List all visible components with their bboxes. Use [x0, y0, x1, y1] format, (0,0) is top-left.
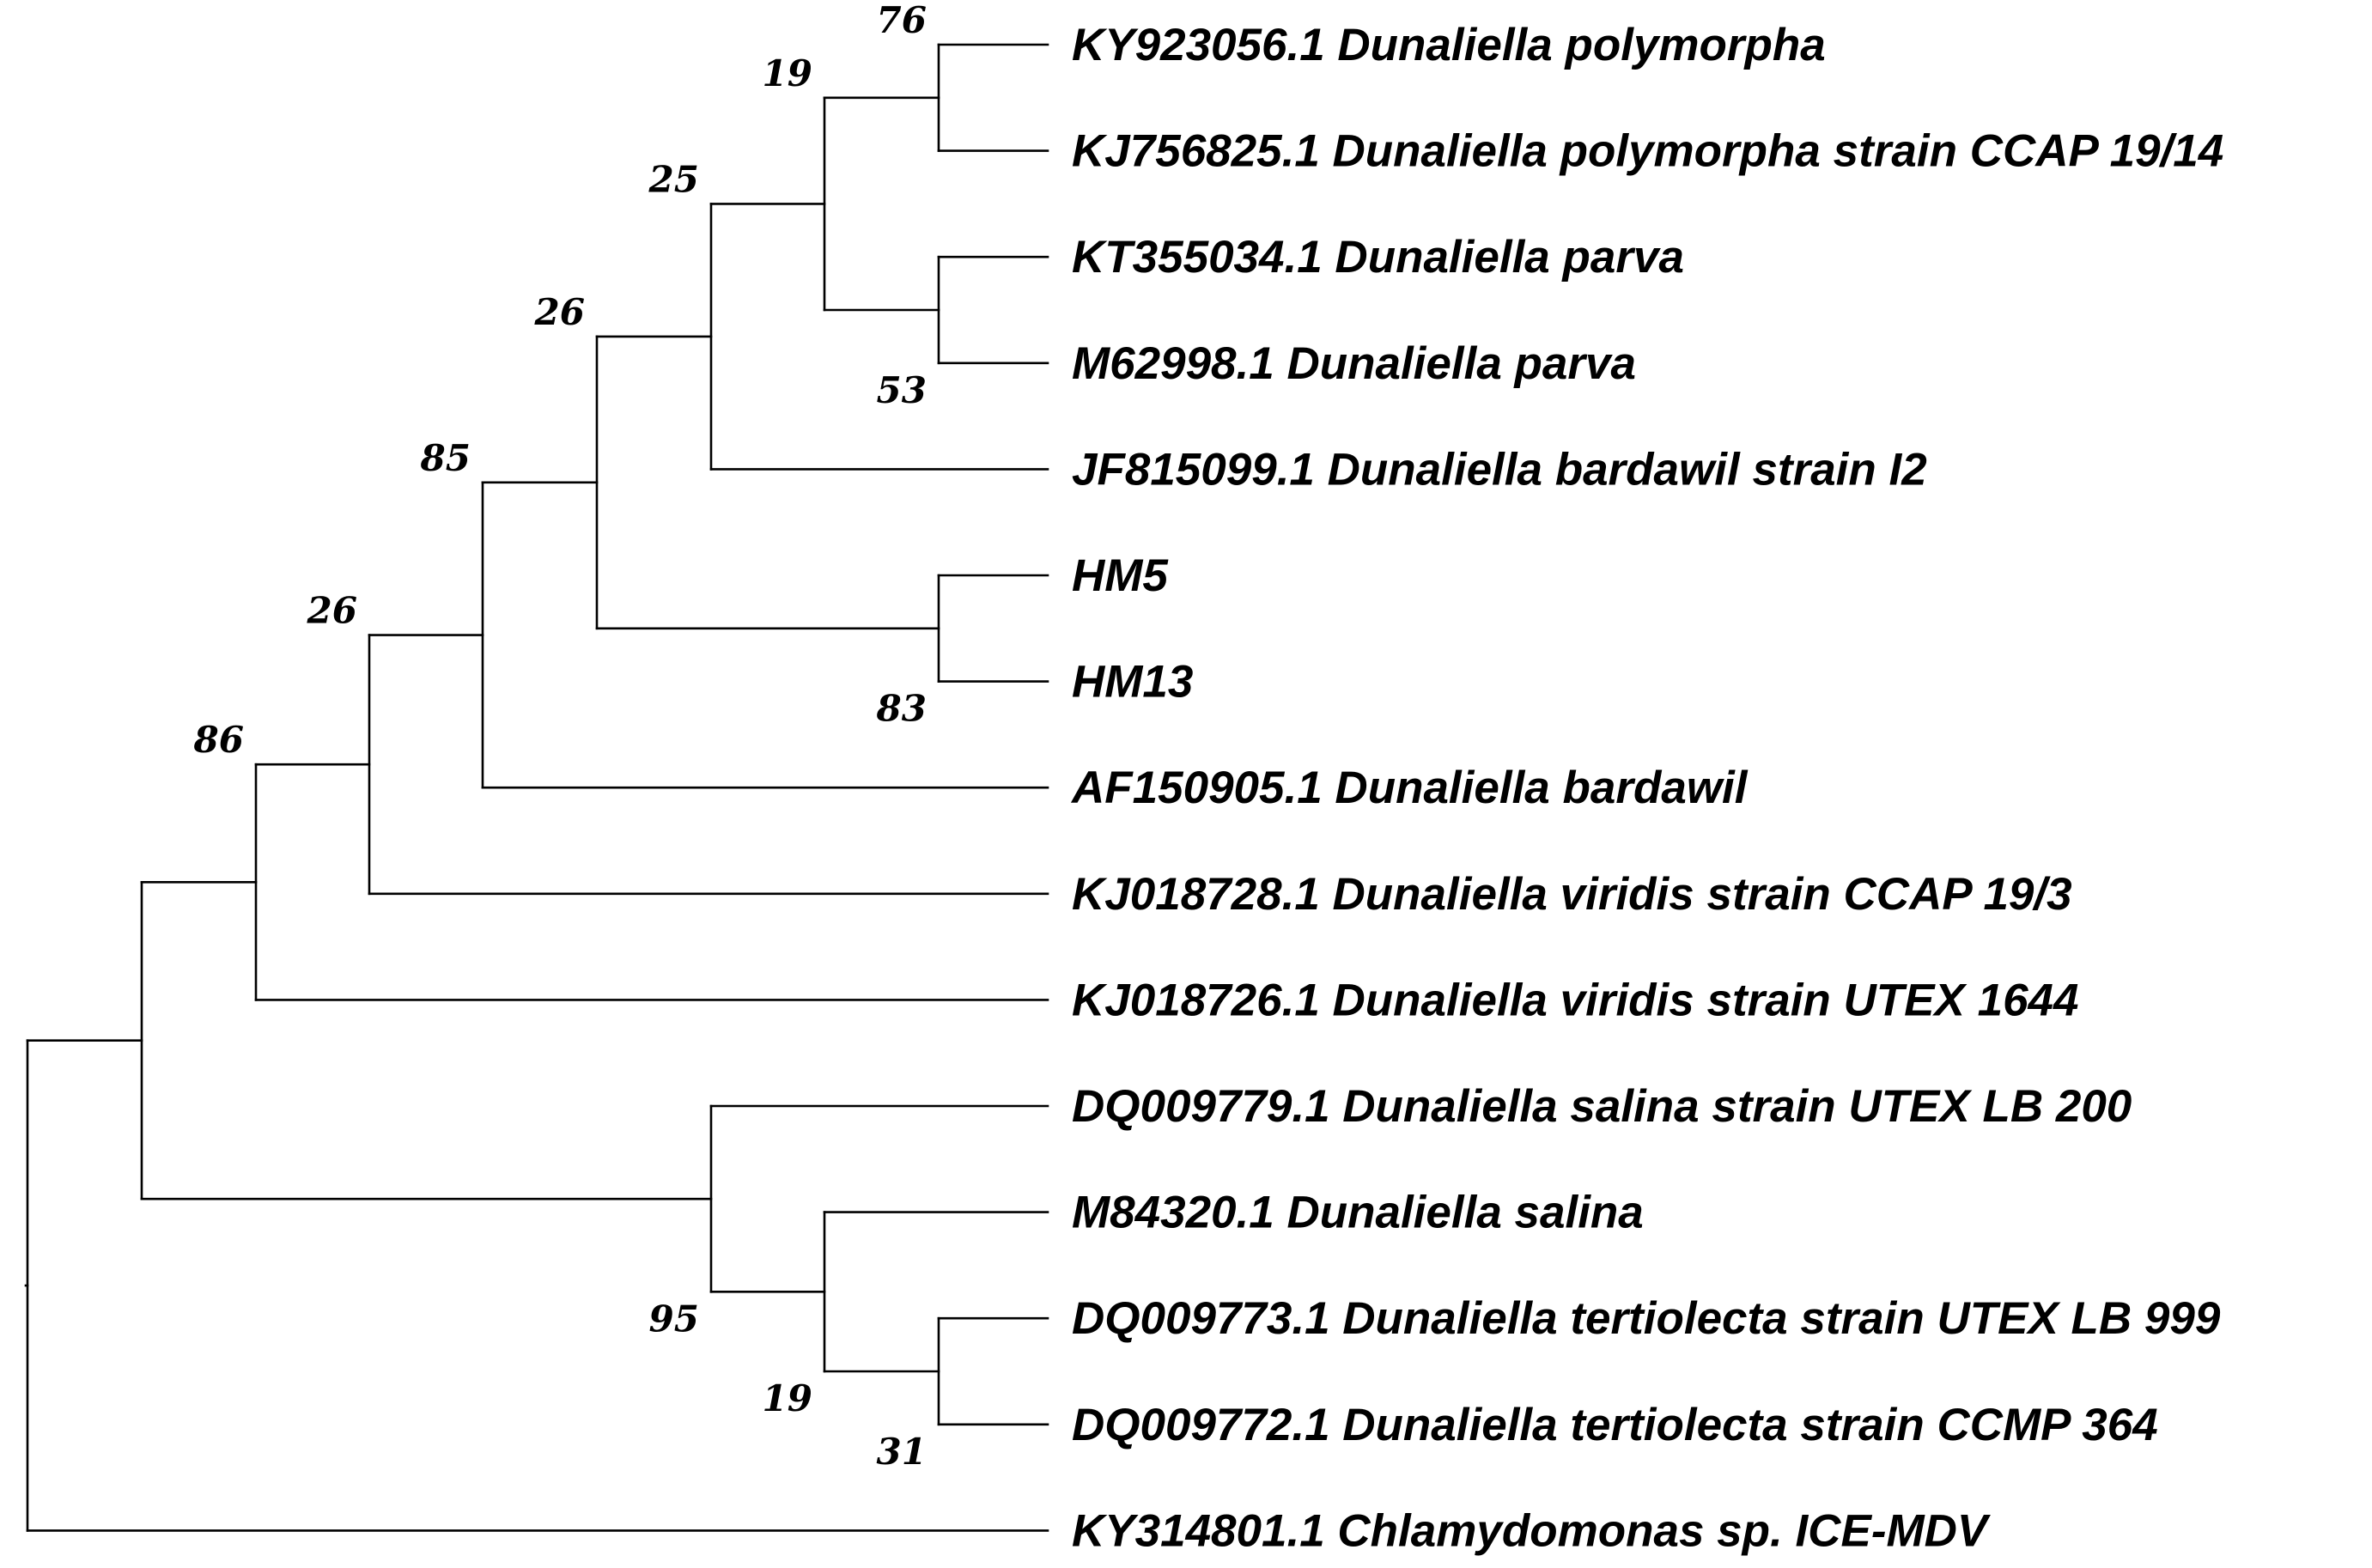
- bootstrap-value: 76: [877, 0, 927, 41]
- bootstrap-values: 76 19 53 25 26 83 85 26 86 31 19 95: [193, 0, 927, 1473]
- taxon-label: M62998.1 Dunaliella parva: [1072, 338, 1636, 389]
- bootstrap-value: 19: [763, 1377, 812, 1419]
- taxon-label: KJ018728.1 Dunaliella viridis strain CCA…: [1072, 869, 2072, 920]
- bootstrap-value: 95: [649, 1298, 699, 1340]
- taxon-label: KY314801.1 Chlamydomonas sp. ICE-MDV: [1072, 1505, 1992, 1556]
- taxon-label: M84320.1 Dunaliella salina: [1072, 1188, 1644, 1238]
- bootstrap-value: 31: [877, 1431, 927, 1473]
- bootstrap-value: 26: [534, 291, 585, 333]
- taxon-label: KT355034.1 Dunaliella parva: [1072, 232, 1684, 283]
- taxon-label: KJ018726.1 Dunaliella viridis strain UTE…: [1072, 975, 2079, 1025]
- taxon-label: AF150905.1 Dunaliella bardawil: [1070, 763, 1749, 813]
- taxon-label: KJ756825.1 Dunaliella polymorpha strain …: [1072, 126, 2223, 177]
- bootstrap-value: 25: [648, 158, 699, 200]
- taxon-label: DQ009779.1 Dunaliella salina strain UTEX…: [1072, 1081, 2132, 1132]
- taxon-label: HM5: [1072, 550, 1169, 601]
- tree-branches: [24, 43, 1049, 1532]
- taxon-label: JF815099.1 Dunaliella bardawil strain I2: [1072, 444, 1927, 495]
- taxon-label: DQ009772.1 Dunaliella tertiolecta strain…: [1072, 1400, 2158, 1450]
- bootstrap-value: 53: [877, 369, 927, 411]
- bootstrap-value: 86: [193, 719, 244, 761]
- taxon-label: KY923056.1 Dunaliella polymorpha: [1072, 20, 1826, 70]
- bootstrap-value: 83: [876, 688, 927, 730]
- taxon-labels: KY923056.1 Dunaliella polymorphaKJ756825…: [1070, 20, 2223, 1556]
- taxon-label: DQ009773.1 Dunaliella tertiolecta strain…: [1072, 1293, 2221, 1344]
- taxon-label: HM13: [1072, 657, 1193, 708]
- bootstrap-value: 19: [763, 52, 812, 94]
- bootstrap-value: 26: [307, 590, 357, 632]
- bootstrap-value: 85: [420, 437, 471, 479]
